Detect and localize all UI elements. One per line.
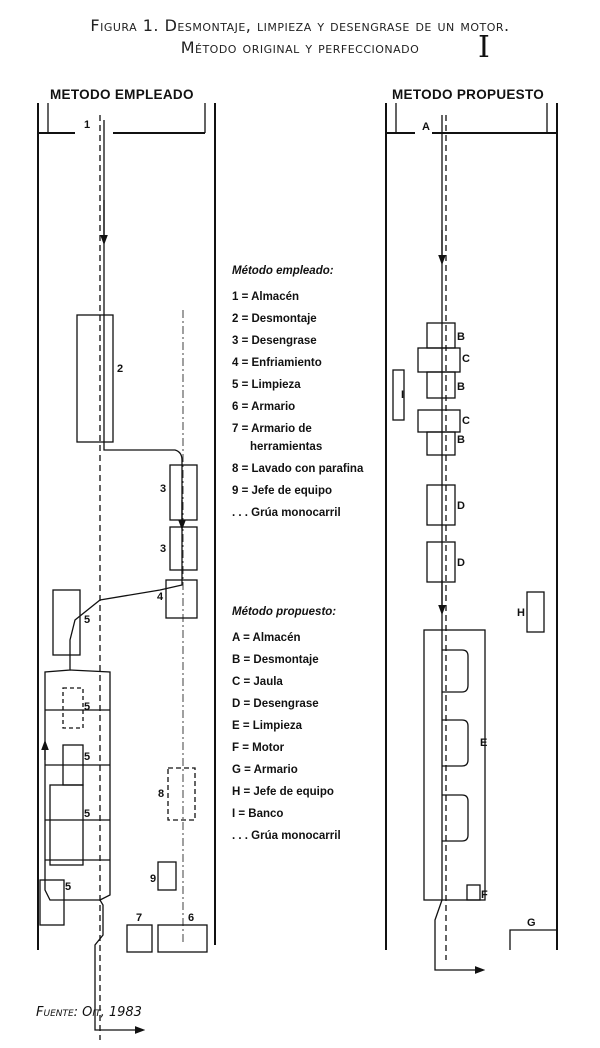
label-4: 4 [157, 591, 164, 603]
label-3b: 3 [160, 543, 166, 555]
legend-item: D = Desengrase [232, 698, 319, 710]
label-B: B [457, 331, 465, 343]
legend-item: A = Almacén [232, 632, 301, 644]
label-B3: B [457, 434, 465, 446]
label-5e: 5 [65, 881, 71, 893]
source-note: Fuente: Oit, 1983 [36, 1005, 142, 1020]
legend-item: 7 = Armario de [232, 423, 312, 435]
label-C: C [462, 353, 470, 365]
label-3: 3 [160, 483, 166, 495]
legend-item: 5 = Limpieza [232, 379, 301, 391]
legend-item: 8 = Lavado con parafina [232, 463, 364, 475]
label-2: 2 [117, 363, 123, 375]
legend-item: 1 = Almacén [232, 291, 300, 303]
label-A: A [422, 121, 430, 133]
label-5d: 5 [84, 808, 90, 820]
right-heading: METODO PROPUESTO [392, 87, 545, 102]
label-5c: 5 [84, 751, 90, 763]
legend-item: herramientas [250, 441, 323, 453]
legend-heading: Método propuesto: [232, 606, 337, 618]
legend-item: I = Banco [232, 808, 284, 820]
label-G: G [527, 917, 536, 929]
label-F: F [481, 889, 488, 901]
legend-item: E = Limpieza [232, 720, 302, 732]
legend-item: 6 = Armario [232, 401, 296, 413]
legend-item: C = Jaula [232, 676, 283, 688]
label-D2: D [457, 557, 465, 569]
legend-item: . . . Grúa monocarril [232, 507, 341, 519]
label-7: 7 [136, 912, 142, 924]
legend-item: B = Desmontaje [232, 654, 319, 666]
figure-title-line1: Figura 1. Desmontaje, limpieza y desengr… [90, 16, 510, 35]
left-floor-plan: 1 2 3 3 4 5 5 5 5 5 8 9 7 6 [37, 103, 216, 1040]
legend-item: G = Armario [232, 764, 298, 776]
legend-item: F = Motor [232, 742, 285, 754]
legend-item: 3 = Desengrase [232, 335, 317, 347]
legend-item: 2 = Desmontaje [232, 313, 317, 325]
label-C2: C [462, 415, 470, 427]
right-floor-plan: A B C B C B D D I H E F G [385, 103, 558, 974]
label-5b: 5 [84, 701, 90, 713]
legend-item: H = Jefe de equipo [232, 786, 334, 798]
legend-item: . . . Grúa monocarril [232, 830, 341, 842]
figure-title-line2: Método original y perfeccionado [180, 38, 420, 57]
label-8: 8 [158, 788, 164, 800]
label-H: H [517, 607, 525, 619]
label-1: 1 [84, 119, 90, 131]
label-5: 5 [84, 614, 90, 626]
legend-metodo-propuesto: Método propuesto: A = Almacén B = Desmon… [232, 601, 341, 847]
label-D: D [457, 500, 465, 512]
label-6: 6 [188, 912, 194, 924]
label-E: E [480, 737, 487, 749]
label-9: 9 [150, 873, 156, 885]
left-heading: METODO EMPLEADO [50, 87, 194, 102]
legend-item: 4 = Enfriamiento [232, 357, 322, 369]
legend-item: 9 = Jefe de equipo [232, 485, 333, 497]
label-B2: B [457, 381, 465, 393]
legend-metodo-empleado: Método empleado: 1 = Almacén 2 = Desmont… [232, 260, 363, 524]
legend-heading: Método empleado: [232, 265, 334, 277]
text-cursor-icon: I [478, 30, 490, 65]
label-I: I [401, 389, 404, 401]
